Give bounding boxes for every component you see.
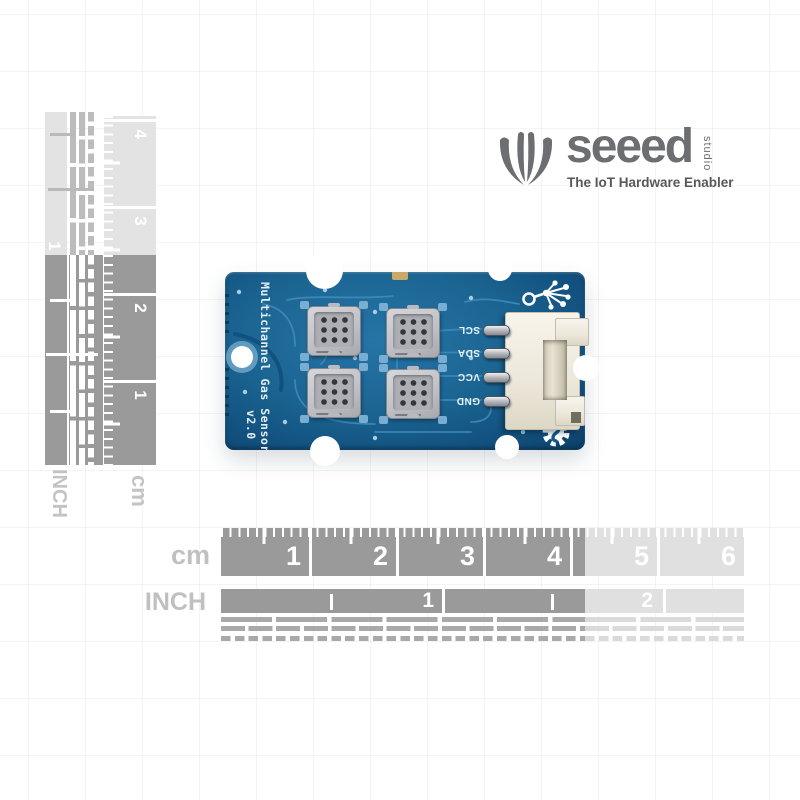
inch-tick (50, 410, 76, 413)
ruler-left-inch-number: 1 (45, 241, 64, 251)
cm-separator (104, 206, 156, 209)
ruler-left-sixteenth-dashes-bottom (88, 255, 94, 465)
ruler-bottom-inch-number: 2 (641, 589, 653, 612)
ruler-left-inch-label: INCH (48, 469, 70, 518)
ruler-bottom-cm-label: cm (170, 540, 210, 570)
gas-sensor-chip (300, 301, 361, 356)
connector-pin-gnd (483, 396, 510, 407)
ruler-left-cm-number: 4 (131, 129, 150, 139)
left-mounting-hole (231, 346, 253, 368)
ruler-left-quarter-dashes-bottom (70, 255, 76, 465)
inch-separator (442, 589, 445, 613)
sensor-marking (395, 352, 421, 355)
ruler-bottom-inch-label: INCH (144, 588, 206, 616)
cm-separator (570, 528, 573, 576)
cm-separator (309, 528, 312, 576)
gas-sensor-chip (379, 364, 440, 419)
sixteenth-dash-row (585, 636, 744, 641)
sensor-marking (395, 413, 421, 416)
ruler-bottom-inch-bar-dark (221, 589, 585, 613)
cm-separator (104, 119, 156, 122)
cm-separator (104, 293, 156, 296)
sixteenth-dash-row (221, 636, 585, 641)
ruler-bottom-cm-number: 6 (720, 541, 736, 571)
silkscreen-version: v2.0 (244, 410, 258, 440)
connector-notch (571, 412, 581, 423)
quarter-dash-row (585, 617, 744, 622)
connector-pin-sda (483, 348, 510, 359)
ruler-left-cm-number: 2 (131, 303, 150, 313)
ruler-left-eighth-dashes-bottom (79, 255, 85, 465)
cm-separator (396, 528, 399, 576)
cm-separator (483, 528, 486, 576)
ruler-left-quarter-dashes-top (70, 112, 76, 255)
top-edge-notch (306, 252, 343, 289)
sensor-holes (400, 319, 427, 345)
sensor-holes (321, 379, 348, 405)
pin-label-scl: SCL (458, 324, 481, 335)
ruler-left-sixteenth-dashes-top (88, 112, 94, 255)
ruler-left-cm-label: cm (127, 475, 152, 507)
inch-tick (50, 299, 76, 302)
ruler-left-cm-number: 1 (131, 390, 150, 400)
pin-label-vcc: VCC (457, 371, 480, 382)
ruler-left-cm-number: 3 (131, 216, 150, 226)
edge-castellation (225, 368, 229, 420)
seeed-logo: seeed studio The IoT Hardware Enabler (494, 122, 734, 198)
sensor-marking (316, 350, 342, 353)
ruler-bottom-cm-number: 3 (459, 541, 475, 571)
pin-label-gnd: GND (456, 395, 480, 406)
grove-network-icon (522, 280, 571, 310)
connector-socket-cavity (543, 340, 567, 400)
bottom-right-hole (495, 435, 519, 459)
ruler-bottom-cm-number: 2 (372, 541, 388, 571)
connector-pin-vcc (483, 372, 510, 383)
ruler-bottom-cm-number: 5 (633, 541, 649, 571)
ruler-bottom-cm-number: 1 (285, 541, 301, 571)
pin-label-sda: SDA (457, 347, 480, 358)
eighth-dash-row (585, 626, 744, 631)
seeed-wordmark: seeed (566, 120, 694, 173)
seeed-studio-text: studio (701, 136, 713, 172)
connector-pin-scl (483, 325, 510, 336)
gold-pad (392, 272, 408, 280)
quarter-dash-row (221, 617, 585, 622)
ruler-bottom-cm-number: 4 (546, 541, 562, 571)
right-edge-notch (573, 355, 599, 381)
inch-tick (50, 133, 76, 136)
cm-separator (657, 528, 660, 576)
gas-sensor-chip (379, 303, 440, 358)
ruler-left-inch-gap (67, 255, 69, 465)
bottom-edge-notch (310, 436, 340, 466)
seeed-tagline: The IoT Hardware Enabler (567, 175, 734, 190)
inch-half-tick (330, 594, 333, 610)
silkscreen-title: Multichannel Gas Sensor (258, 282, 272, 453)
inch-separator (663, 589, 666, 613)
ruler-left-eighth-dashes-top (79, 112, 85, 255)
inch-tick (48, 188, 94, 191)
pcb-board: Multichannel Gas Sensor v2.0 (225, 272, 589, 453)
ruler-bottom-inch-number: 1 (422, 589, 434, 612)
top-right-hole (488, 257, 512, 281)
cm-separator (104, 380, 156, 383)
inch-half-tick (551, 594, 554, 610)
edge-castellation (225, 294, 229, 334)
ruler-left-5mm-ticks (104, 116, 120, 465)
eighth-dash-row (221, 626, 585, 631)
sensor-holes (321, 317, 348, 343)
seeed-leaf-icon (499, 132, 553, 185)
sensor-holes (400, 380, 427, 406)
connector-bottom-tab (555, 396, 585, 426)
sensor-marking (316, 412, 342, 415)
ruler-left-inch-bar-light (45, 112, 67, 255)
ruler-bottom-5mm-ticks (221, 528, 744, 544)
gas-sensor-chip (300, 363, 361, 418)
inch-half-tick (46, 353, 98, 356)
